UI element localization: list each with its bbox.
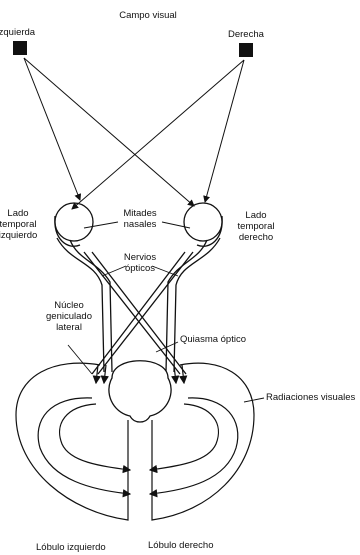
left-stimulus-square: [13, 41, 27, 55]
lobe-right-label: Lóbulo derecho: [148, 540, 214, 551]
lgn-label: Núcleo geniculado lateral: [36, 300, 102, 333]
temporal-right-line-1: Lado: [226, 210, 286, 221]
temporal-left-line-2: temporal: [0, 219, 48, 230]
temporal-right-line-2: temporal: [226, 221, 286, 232]
right-radiation-outer: [150, 398, 238, 494]
ray-left-inner: [24, 58, 194, 206]
optic-nerves-line-1: Nervios: [110, 252, 170, 263]
nasal-halves-label: Mitades nasales: [110, 208, 170, 230]
right-radiation-inner: [150, 404, 218, 470]
left-eye: [55, 203, 93, 241]
right-eye: [184, 203, 222, 241]
left-radiation-inner: [60, 404, 130, 470]
temporal-left-line-1: Lado: [0, 208, 48, 219]
left-radiation-outer: [38, 398, 130, 494]
lgn-line-1: Núcleo: [36, 300, 102, 311]
nasal-halves-line-1: Mitades: [110, 208, 170, 219]
optic-nerves-label: Nervios ópticos: [110, 252, 170, 274]
chiasm-label: Quiasma óptico: [180, 334, 246, 345]
optic-chiasm-body: [109, 361, 171, 422]
ray-right-inner: [72, 60, 244, 209]
radiations-label: Radiaciones visuales: [266, 392, 355, 403]
leader-lgn: [68, 345, 92, 374]
lgn-line-2: geniculado: [36, 311, 102, 322]
lgn-right-arrow-2: [182, 365, 184, 383]
right-stimulus-label: Derecha: [228, 29, 264, 40]
left-stimulus-label: Izquierda: [0, 27, 35, 38]
optic-nerves-line-2: ópticos: [110, 263, 170, 274]
temporal-left-label: Lado temporal izquierdo: [0, 208, 48, 241]
lobe-left-label: Lóbulo izquierdo: [36, 542, 106, 553]
ray-right-outer: [205, 60, 244, 202]
light-rays: [24, 58, 244, 209]
lgn-line-3: lateral: [36, 322, 102, 333]
ray-left-outer: [24, 58, 80, 200]
diagram-title: Campo visual: [108, 10, 188, 21]
right-stimulus-square: [239, 43, 253, 57]
temporal-left-line-3: izquierdo: [0, 230, 48, 241]
leader-radiations: [244, 398, 264, 402]
temporal-right-line-3: derecho: [226, 232, 286, 243]
nasal-halves-line-2: nasales: [110, 219, 170, 230]
temporal-right-label: Lado temporal derecho: [226, 210, 286, 243]
